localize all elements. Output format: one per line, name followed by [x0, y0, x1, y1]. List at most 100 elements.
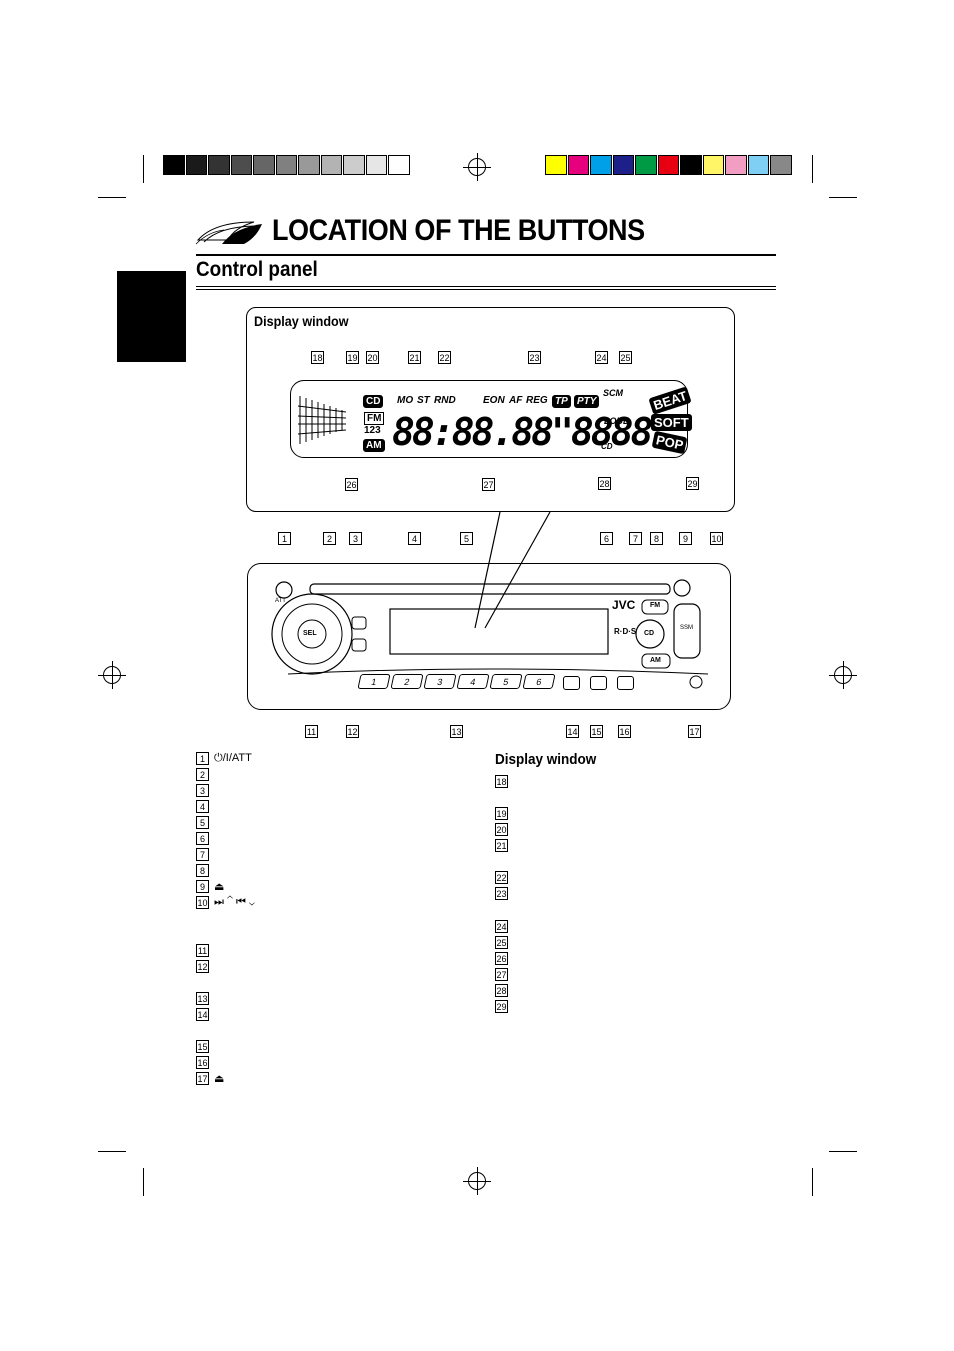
crop-mark: [812, 155, 813, 183]
callout-number: 19: [495, 807, 508, 820]
registration-mark-icon: [98, 661, 126, 689]
callout-number: 10: [710, 532, 723, 545]
color-swatch: [635, 155, 657, 175]
callout-number: 5: [196, 816, 209, 829]
callout-number: 9: [679, 532, 692, 545]
callout-number: 12: [346, 725, 359, 738]
lcd-segment-display: 88:88.88"8888: [392, 410, 653, 454]
panel-drawing: [271, 579, 709, 689]
preset-button-3[interactable]: 3: [423, 674, 457, 689]
crop-mark: [143, 1168, 144, 1196]
callout-number: 15: [196, 1040, 209, 1053]
crop-mark: [98, 1151, 126, 1152]
seek-glyph: ⏭ ⌃ ⏮ ⌄: [214, 896, 255, 908]
lcd-am-indicator: AM: [363, 439, 385, 452]
section-rule: [196, 289, 776, 290]
callout-number: 16: [618, 725, 631, 738]
lcd-loud-indicator: LOUD: [604, 416, 630, 426]
lcd-preset-indicator: 123: [364, 425, 381, 436]
callout-number: 5: [460, 532, 473, 545]
color-swatch: [590, 155, 612, 175]
color-swatch: [747, 155, 769, 175]
callout-number: 27: [495, 968, 508, 981]
callout-number: 21: [408, 351, 421, 364]
lcd-fm-indicator: FM: [364, 412, 385, 425]
section-title: Control panel: [196, 258, 318, 281]
lcd-eon-indicator: EON: [483, 395, 505, 406]
control-panel: [247, 563, 731, 710]
callout-number: 19: [346, 351, 359, 364]
section-rule: [196, 286, 776, 287]
callout-number: 3: [349, 532, 362, 545]
panel-brand-logo: JVC: [612, 598, 636, 612]
callout-number: 1: [196, 752, 209, 765]
cd-button[interactable]: CD: [644, 630, 655, 637]
callout-number: 11: [305, 725, 318, 738]
color-swatch: [185, 155, 207, 175]
color-swatch: [702, 155, 724, 175]
callout-number: 6: [196, 832, 209, 845]
callout-number: 4: [408, 532, 421, 545]
sel-button[interactable]: SEL: [303, 630, 317, 637]
am-button[interactable]: AM: [650, 657, 661, 664]
function-button-a[interactable]: [563, 676, 580, 690]
callout-number: 17: [688, 725, 701, 738]
color-swatch: [612, 155, 634, 175]
function-button-c[interactable]: [617, 676, 634, 690]
callout-number: 12: [196, 960, 209, 973]
color-swatch: [230, 155, 252, 175]
crop-mark: [829, 197, 857, 198]
registration-mark-icon: [463, 153, 491, 181]
color-swatch: [320, 155, 342, 175]
preset-button-1[interactable]: 1: [357, 674, 391, 689]
callout-number: 29: [495, 1000, 508, 1013]
callout-number: 24: [495, 920, 508, 933]
page-title: LOCATION OF THE BUTTONS: [272, 214, 645, 247]
color-swatch: [680, 155, 702, 175]
function-button-b[interactable]: [590, 676, 607, 690]
panel-att-label: ATT: [275, 598, 286, 604]
preset-button-5[interactable]: 5: [489, 674, 523, 689]
callout-number: 23: [495, 887, 508, 900]
title-logo-icon: [195, 221, 262, 245]
callout-number: 1: [278, 532, 291, 545]
callout-number: 9: [196, 880, 209, 893]
lcd-cd-indicator: CD: [363, 395, 384, 408]
callout-number: 28: [495, 984, 508, 997]
callout-number: 22: [495, 871, 508, 884]
fm-button[interactable]: FM: [650, 602, 661, 609]
preset-button-6[interactable]: 6: [522, 674, 556, 689]
crop-mark: [812, 1168, 813, 1196]
callout-number: 7: [196, 848, 209, 861]
callout-number: 28: [598, 477, 611, 490]
callout-number: 18: [495, 775, 508, 788]
callout-number: 25: [619, 351, 632, 364]
callout-number: 16: [196, 1056, 209, 1069]
callout-number: 29: [686, 477, 699, 490]
callout-number: 4: [196, 800, 209, 813]
title-rule: [196, 254, 776, 256]
color-swatch: [657, 155, 679, 175]
callout-number: 26: [495, 952, 508, 965]
callout-number: 15: [590, 725, 603, 738]
callout-number: 13: [450, 725, 463, 738]
callout-number: 20: [495, 823, 508, 836]
detach-glyph: ⏏: [214, 1073, 225, 1085]
preset-button-2[interactable]: 2: [390, 674, 424, 689]
color-swatch: [253, 155, 275, 175]
callout-label: Display window: [254, 313, 349, 329]
lcd-af-indicator: AF: [509, 395, 523, 406]
lcd-tp-indicator: TP: [552, 395, 571, 408]
callout-number: 13: [196, 992, 209, 1005]
callout-number: 7: [629, 532, 642, 545]
panel-rds-logo: R·D·S: [614, 627, 637, 636]
callout-number: 10: [196, 896, 209, 909]
crop-mark: [98, 197, 126, 198]
power-att-glyph: ⏻/I/ATT: [214, 752, 252, 764]
crop-mark: [143, 155, 144, 183]
preset-button-4[interactable]: 4: [456, 674, 490, 689]
callout-number: 21: [495, 839, 508, 852]
color-swatch: [567, 155, 589, 175]
color-bar-grayscale: [163, 155, 411, 175]
color-swatch: [208, 155, 230, 175]
